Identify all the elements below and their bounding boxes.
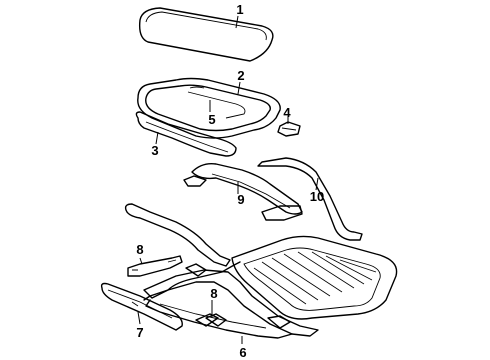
leader-lines (137, 15, 319, 344)
guide-frame (183, 162, 303, 221)
callout-2: 2 (237, 68, 244, 83)
callout-labels: 1 2 3 4 5 6 7 8 8 9 10 (136, 2, 324, 360)
rear-seal (257, 157, 363, 241)
sunroof-frame (137, 77, 281, 139)
side-rail (124, 203, 231, 267)
rear-bracket (277, 121, 301, 137)
callout-3: 3 (151, 143, 158, 158)
callout-8-lower: 8 (210, 286, 217, 301)
glass-panel (138, 7, 274, 62)
callout-4: 4 (283, 105, 291, 120)
callout-9: 9 (237, 192, 244, 207)
roof-panel (143, 235, 398, 320)
callout-10: 10 (310, 189, 324, 204)
callout-5: 5 (208, 112, 215, 127)
front-deflector (135, 111, 237, 157)
drain-channel (100, 282, 183, 331)
drain-bracket-upper (127, 255, 183, 277)
roof-frame (143, 263, 319, 339)
callout-8-upper: 8 (136, 242, 143, 257)
callout-6: 6 (239, 345, 246, 360)
callout-1: 1 (236, 2, 243, 17)
callout-7: 7 (136, 325, 143, 340)
drain-bracket-lower (195, 313, 219, 327)
